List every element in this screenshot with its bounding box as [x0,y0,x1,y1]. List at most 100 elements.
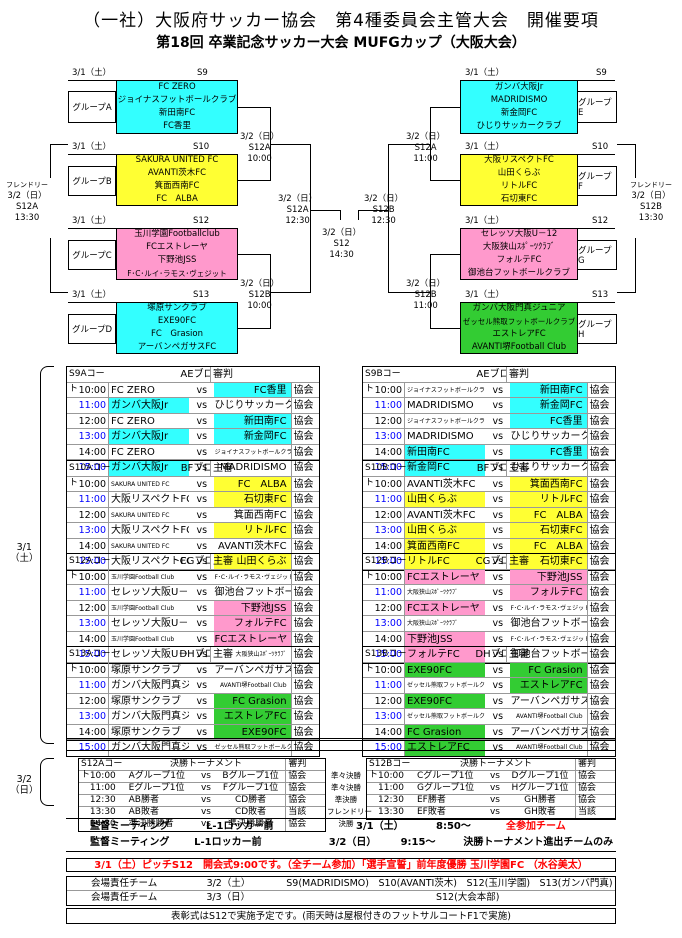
group-e-court: S9 [596,68,607,78]
table-row: 15:00新金岡FCvsひじりサッカークラブ協会 [363,460,615,476]
home-team: 塚原サンクラブ [108,662,189,677]
group-d-court: S13 [193,290,210,300]
match-time: 11:00 [78,400,107,411]
match-time: 12:00 [374,415,403,427]
away-team: 石切東FC [214,492,291,507]
home-team: ジョイナスフットボールクラブ [404,382,485,397]
match-time: 13:00 [78,711,107,722]
referee: 協会 [290,678,319,693]
referee: 協会 [586,709,615,724]
home-team: SAKURA UNITED FC [108,538,189,553]
referee: 協会 [586,616,615,631]
away-slot: 準決勝勝者 [228,819,274,829]
away-team: アーバンペガサスFC [510,726,587,738]
match-time: 14:00 [374,446,403,458]
referee: 協会 [586,460,615,476]
away-slot: Fグループ1位 [222,783,279,793]
block-label: BFブロック [476,463,506,474]
match-time: 13:00 [374,525,403,536]
away-team: F･C･ルイ･ラモス･ヴェジット [214,573,291,581]
away-team: AVANTI堺Football Club [515,713,583,720]
home-team: FCエストレーヤ [404,600,486,615]
away-team: 新金岡FC [510,398,587,413]
block-label: BFブロック [180,463,210,474]
away-team: ジョイナスフットボールクラブ [214,448,291,456]
away-team: FC香里 [510,444,587,459]
vs-label: vs [196,415,208,427]
vs-label: vs [492,711,504,722]
away-team: 御池台フットボールクラブ [510,649,587,660]
match-time: 11:00 [374,680,403,691]
stage-label: 決勝 [338,819,354,828]
home-slot: Cグループ1位 [417,771,474,781]
referee: 協会 [290,554,319,570]
home-team: ガンバ大阪門真ジュニア [108,709,189,724]
referee: 協会 [285,771,325,782]
ref-header: 主審 [210,461,243,476]
match-time: 14:00 [374,726,403,738]
stage-label: 準々決勝 [331,771,361,780]
away-team: エストレアFC [510,678,587,693]
referee: 協会 [575,771,615,782]
group-a-date: 3/1（土） [72,68,112,78]
referee: 協会 [586,678,615,693]
away-team: MADRIDISMO [219,462,287,473]
referee: 協会 [285,819,325,831]
group-b-court: S10 [193,142,210,152]
court-label: S10Bコート [365,463,407,488]
home-team: エストレアFC [404,740,486,756]
day1-label: 3/1（土） [10,542,39,564]
match-time: 11:00 [374,494,403,505]
group-d-date: 3/1（土） [72,290,112,300]
referee: 協会 [290,460,319,476]
referee: 協会 [575,783,615,794]
home-slot: AB敗者 [128,807,159,817]
match-time: 11:00 [78,587,107,598]
table-s13a: S13AコートDHブロック主審10:00塚原サンクラブvsアーバンペガサスFC協… [66,646,320,757]
table-row: 12:00EXE90FCvsアーバンペガサスFC協会 [363,693,615,709]
away-team: 下野池JSS [214,600,291,615]
vs-label: vs [489,807,500,817]
block-label: DHブロック [475,649,506,660]
ref-header: 審判 [210,367,243,382]
group-b-date: 3/1（土） [72,142,112,152]
referee: 協会 [290,444,319,459]
home-team: ジョイナスフットボールクラブ [404,413,485,428]
away-team: FC香里 [214,382,291,397]
home-team: 塚原サンクラブ [108,693,189,708]
vs-label: vs [492,618,504,629]
match-time: 12:00 [78,415,107,427]
referee: 協会 [290,616,319,631]
match-time: 12:00 [374,602,403,614]
away-team: 箕面西南FC [510,476,587,491]
stage-label: 準々決勝 [331,783,361,792]
match-time: 14:00 [374,540,403,552]
table-row: 13:00ガンバ大阪門真ジュニアvsエストレアFC協会 [67,709,319,725]
away-team: FC ALBA [214,476,291,491]
home-team: MADRIDISMO [404,429,485,444]
vs-label: vs [492,494,504,505]
ref-header: 主審 [506,647,539,662]
vs-label: vs [196,525,208,536]
referee: 当該 [575,807,615,819]
away-team: アーバンペガサスFC [510,695,587,707]
away-slot: Bグループ1位 [222,771,279,781]
away-team: 新田南FC [214,413,291,428]
